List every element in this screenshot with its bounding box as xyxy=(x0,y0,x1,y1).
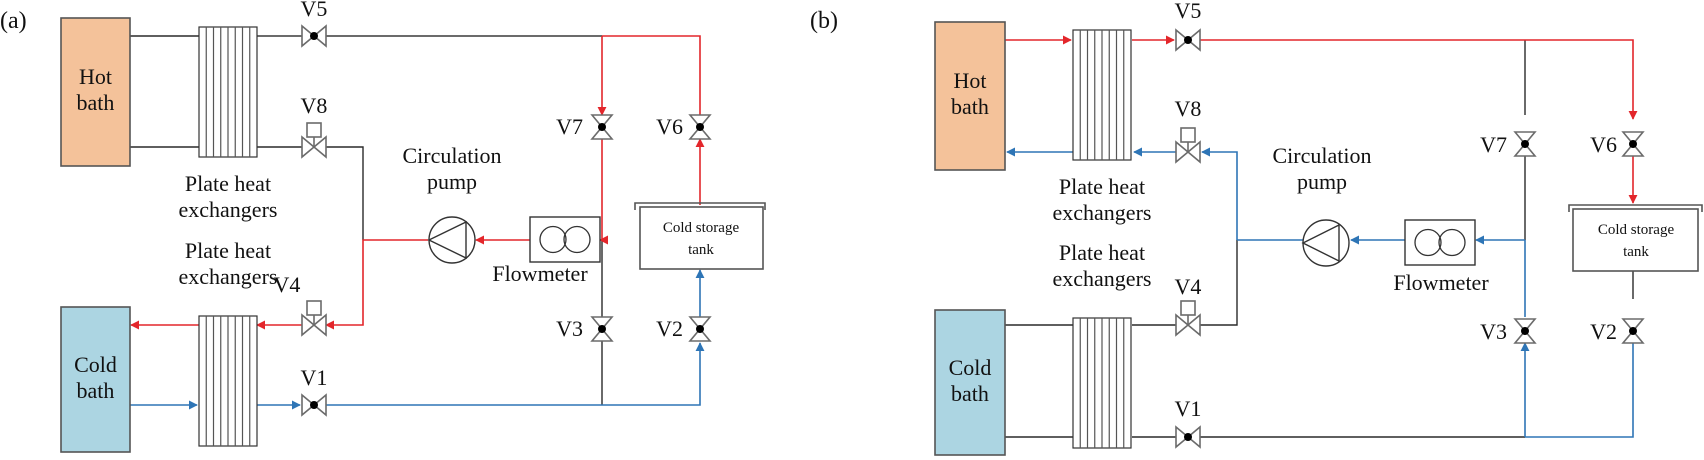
valve-v3-label: V3 xyxy=(556,316,583,341)
valve-v1[interactable] xyxy=(1175,426,1201,448)
valve-v2-label: V2 xyxy=(656,316,683,341)
valve-v8-label: V8 xyxy=(1175,96,1202,121)
flowmeter-label: Flowmeter xyxy=(1393,270,1489,295)
tank-label: Cold storage xyxy=(663,220,740,236)
valve-v8-label: V8 xyxy=(301,93,328,118)
hot-pipe xyxy=(325,239,428,330)
valve-v6[interactable] xyxy=(689,114,711,140)
valve-v6-label: V6 xyxy=(1590,132,1617,157)
cold-pipe xyxy=(1525,343,1634,438)
valve-v5[interactable] xyxy=(301,25,327,47)
valve-v2[interactable] xyxy=(1622,318,1644,344)
cold-storage-tank xyxy=(634,202,766,270)
panel-b-tag: (b) xyxy=(810,8,838,34)
tank-label: tank xyxy=(1623,244,1649,260)
hot-bath xyxy=(60,17,131,167)
panel-a-tag: (a) xyxy=(0,8,27,34)
valve-v4-label: V4 xyxy=(274,272,301,297)
valve-v3-label: V3 xyxy=(1480,319,1507,344)
valve-v7-label: V7 xyxy=(556,114,583,139)
valve-v4[interactable] xyxy=(301,300,327,336)
cold-bath-label: Cold xyxy=(949,355,992,380)
valve-v7-label: V7 xyxy=(1480,132,1507,157)
tank-label: Cold storage xyxy=(1598,222,1675,238)
hx-upper-label: exchangers xyxy=(179,197,278,222)
hot-bath-label: Hot xyxy=(79,64,112,89)
valve-v5-label: V5 xyxy=(301,0,328,21)
plate-heat-exchanger-upper xyxy=(198,26,258,158)
cold-storage-tank xyxy=(1568,204,1703,272)
cold-bath-label: Cold xyxy=(74,352,117,377)
hot-bath xyxy=(934,21,1006,171)
valve-v2-label: V2 xyxy=(1590,319,1617,344)
valve-v4-label: V4 xyxy=(1175,274,1202,299)
hot-bath-label: Hot xyxy=(954,68,987,93)
flowmeter xyxy=(529,216,601,263)
panel-a: (a) Hot bath Cold bath xyxy=(0,0,766,453)
plate-heat-exchanger-lower xyxy=(198,315,258,447)
cold-bath xyxy=(934,309,1006,456)
cold-bath-label: bath xyxy=(77,378,115,403)
valve-v1-label: V1 xyxy=(1175,396,1202,421)
pump-label: Circulation xyxy=(403,143,502,168)
hot-pipe xyxy=(1200,39,1638,120)
valve-v1[interactable] xyxy=(301,394,327,416)
hx-lower-label: Plate heat xyxy=(185,238,271,263)
valve-v8[interactable] xyxy=(301,122,327,158)
hx-upper-label: Plate heat xyxy=(1059,174,1145,199)
pipe xyxy=(1200,240,1238,326)
valve-v7[interactable] xyxy=(1514,131,1536,157)
hx-lower-label: exchangers xyxy=(179,264,278,289)
tank-label: tank xyxy=(688,242,714,258)
hx-upper-label: Plate heat xyxy=(185,171,271,196)
hx-lower-label: exchangers xyxy=(1053,266,1152,291)
hx-lower-label: Plate heat xyxy=(1059,240,1145,265)
hx-upper-label: exchangers xyxy=(1053,200,1152,225)
cold-pipe xyxy=(326,342,705,406)
valve-v5[interactable] xyxy=(1175,29,1201,51)
valve-v6[interactable] xyxy=(1622,131,1644,157)
valve-v4[interactable] xyxy=(1175,300,1201,336)
valve-v3[interactable] xyxy=(1514,318,1536,344)
valve-v3[interactable] xyxy=(591,316,613,342)
valve-v7[interactable] xyxy=(591,114,613,140)
valve-v2[interactable] xyxy=(689,316,711,342)
hot-bath-label: bath xyxy=(951,94,989,119)
valve-v1-label: V1 xyxy=(301,365,328,390)
pump-label: pump xyxy=(427,169,477,194)
panel-b: (b) Hot bath Cold bath xyxy=(810,0,1703,456)
cold-bath xyxy=(60,306,131,453)
circulation-pump xyxy=(427,216,476,264)
valve-v8[interactable] xyxy=(1175,127,1201,163)
hot-bath-label: bath xyxy=(77,90,115,115)
valve-v5-label: V5 xyxy=(1175,0,1202,23)
pipe xyxy=(326,146,364,240)
hot-pipe xyxy=(602,35,701,115)
cold-bath-label: bath xyxy=(951,381,989,406)
flowmeter xyxy=(1404,219,1476,266)
plate-heat-exchanger-lower xyxy=(1072,317,1132,449)
valve-v6-label: V6 xyxy=(656,114,683,139)
circulation-pump xyxy=(1301,219,1350,267)
plate-heat-exchanger-upper xyxy=(1072,29,1132,161)
pump-label: Circulation xyxy=(1273,143,1372,168)
cold-pipe xyxy=(1201,147,1238,240)
pump-label: pump xyxy=(1297,169,1347,194)
flowmeter-label: Flowmeter xyxy=(492,261,588,286)
